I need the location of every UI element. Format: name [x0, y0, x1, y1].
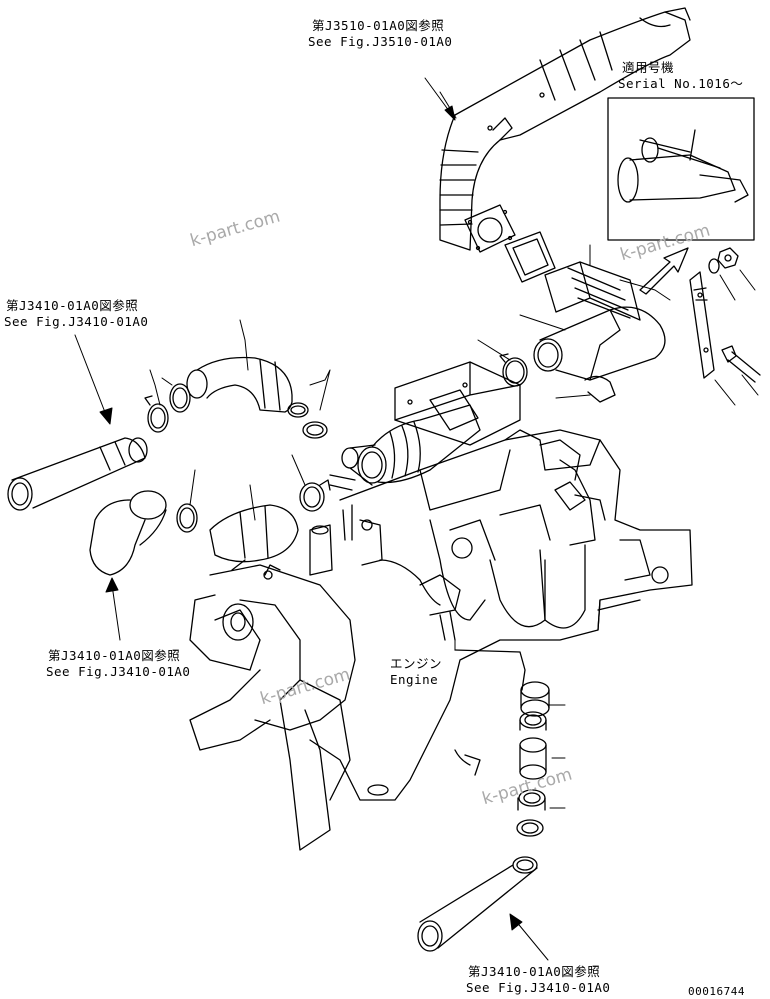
inset-arrow: [639, 247, 689, 295]
hose-clamp-right-a: [287, 402, 309, 418]
clip-bracket: [584, 375, 616, 403]
engine-body: [309, 429, 693, 801]
hose-clamp-left-b: [169, 383, 191, 413]
ref-left-jp: 第J3410-01A0図参照: [6, 298, 139, 313]
middle-pipe: [533, 306, 666, 381]
ref-bottom-en: See Fig.J3410-01A0: [466, 980, 611, 995]
ref-arrow-left: [74, 334, 113, 425]
ref-mid-en: See Fig.J3410-01A0: [46, 664, 191, 679]
ref-top-en: See Fig.J3510-01A0: [308, 34, 453, 49]
hose-clamp-lower-a: [176, 503, 198, 533]
bolt: [721, 345, 761, 383]
leader-lines: [149, 91, 759, 809]
ref-arrow-mid: [105, 577, 121, 641]
clamp-ring: [499, 353, 528, 387]
upper-intake-duct: [439, 7, 691, 251]
turbo-inlet-pipe: [329, 444, 376, 491]
upper-elbow-hose: [186, 356, 293, 413]
ref-bottom-jp: 第J3410-01A0図参照: [468, 964, 601, 979]
nut: [717, 247, 739, 269]
top-flange: [464, 204, 516, 253]
serial-en: Serial No.1016～: [618, 76, 744, 91]
hose-clamp-lower-b: [299, 479, 331, 512]
air-cleaner: [394, 361, 521, 446]
engine-jp: エンジン: [390, 656, 443, 671]
mounting-bracket: [689, 271, 715, 379]
engine-en: Engine: [390, 672, 439, 687]
ref-arrow-bottom: [509, 913, 549, 961]
bottom-straight-pipe: [417, 856, 538, 952]
vertical-tube-assembly: [454, 649, 550, 837]
drawing-number: 00016744: [688, 985, 745, 998]
serial-inset: [607, 97, 755, 241]
ref-top-jp: 第J3510-01A0図参照: [312, 18, 445, 33]
lower-left-bent-pipe: [89, 490, 167, 576]
cooling-fan: [189, 559, 356, 851]
left-straight-pipe: [7, 437, 148, 511]
bellows-connector: [544, 261, 641, 321]
intake-bellows: [357, 389, 481, 484]
lower-elbow-hose: [209, 504, 299, 563]
serial-jp: 適用号機: [622, 60, 675, 75]
hose-clamp-left-a: [144, 395, 169, 433]
ref-mid-jp: 第J3410-01A0図参照: [48, 648, 181, 663]
hose-clamp-right-b: [302, 421, 328, 439]
ref-left-en: See Fig.J3410-01A0: [4, 314, 149, 329]
gasket: [504, 231, 556, 283]
ref-arrow-top: [424, 77, 456, 121]
washer: [708, 258, 720, 274]
